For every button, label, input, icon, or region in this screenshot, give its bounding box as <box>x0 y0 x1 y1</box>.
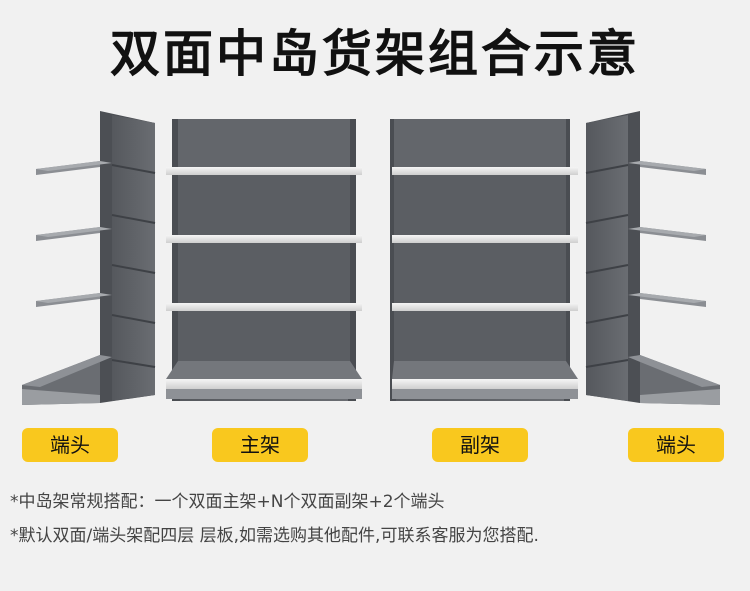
page-title: 双面中岛货架组合示意 <box>110 25 640 83</box>
label-end-right: 端头 <box>628 428 724 462</box>
label-end-left: 端头 <box>22 428 118 462</box>
label-main-shelf: 主架 <box>212 428 308 462</box>
secondary-shelf <box>390 119 578 401</box>
note-line-1: *中岛架常规搭配：一个双面主架+N个双面副架+2个端头 <box>10 492 445 512</box>
main-shelf <box>166 119 362 401</box>
shelf-illustration <box>22 111 720 405</box>
end-shelf-right <box>585 111 720 405</box>
label-secondary-shelf: 副架 <box>432 428 528 462</box>
end-shelf-left <box>22 111 156 405</box>
note-line-2: *默认双面/端头架配四层 层板,如需选购其他配件,可联系客服为您搭配. <box>10 526 539 546</box>
